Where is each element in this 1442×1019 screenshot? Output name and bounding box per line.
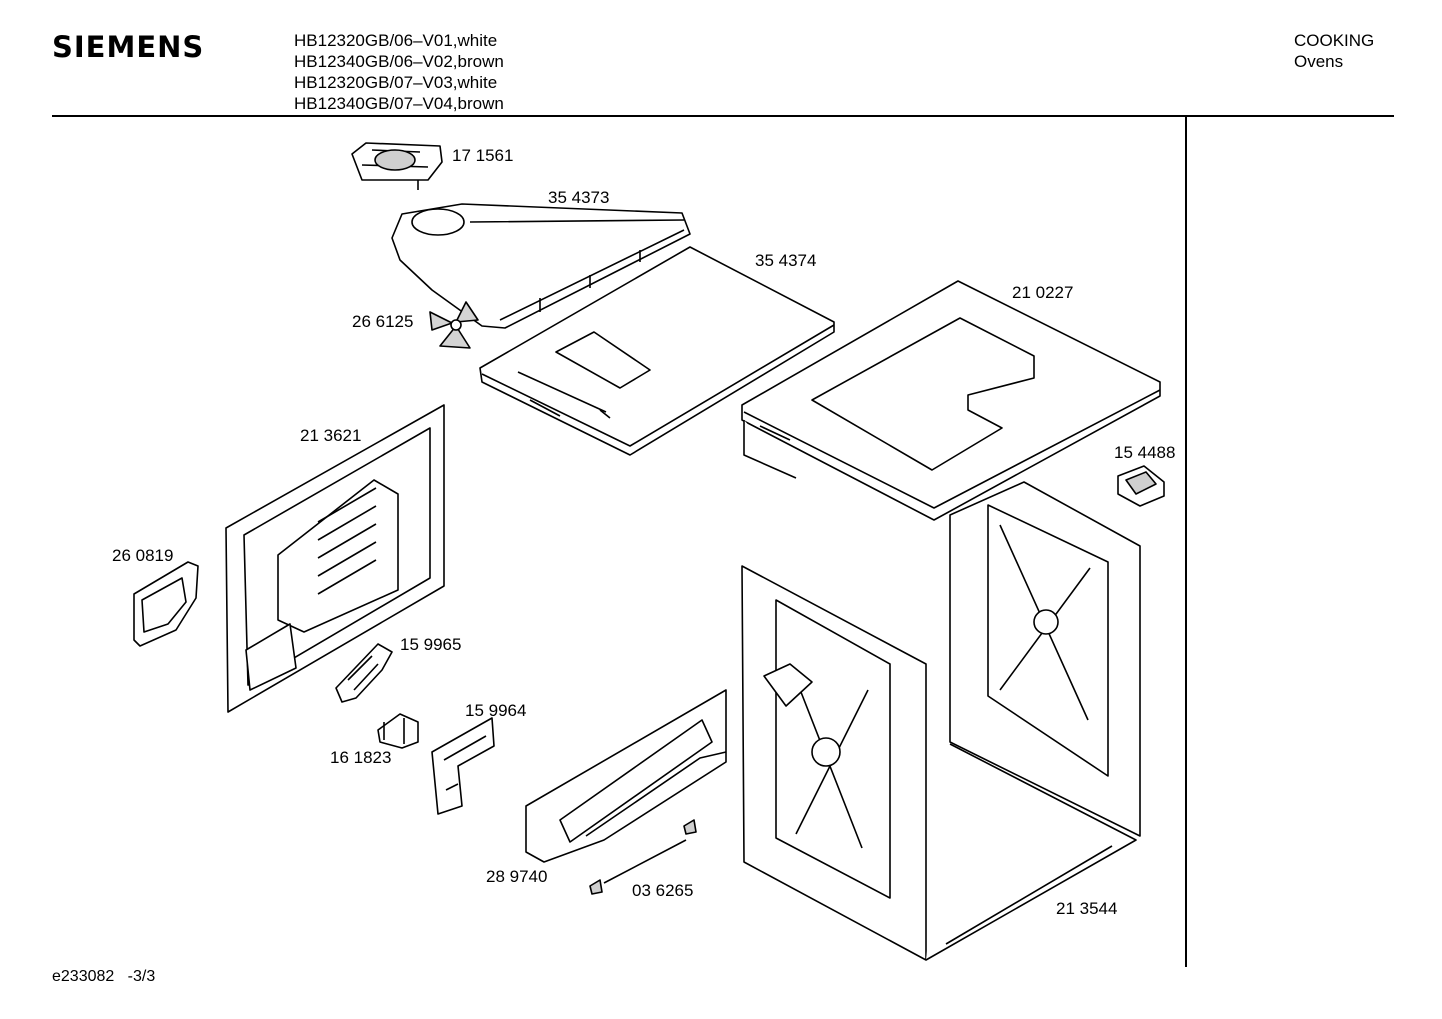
page-number: -3/3 <box>127 968 156 985</box>
brand-logo: SIEMENS <box>52 30 205 64</box>
category-subtitle: Ovens <box>1294 52 1344 71</box>
model-line: HB12340GB/06–V02,brown <box>294 52 504 71</box>
category-title: COOKING <box>1294 31 1375 50</box>
doc-id: e233082 <box>52 968 115 985</box>
part-label: 03 6265 <box>632 881 693 900</box>
part-label: 21 0227 <box>1012 283 1073 302</box>
part-label: 21 3621 <box>300 426 361 445</box>
fan-motor-part[interactable] <box>351 142 443 190</box>
oven-cavity-part[interactable] <box>741 481 1141 961</box>
part-label: 28 9740 <box>486 867 547 886</box>
part-label: 17 1561 <box>452 146 513 165</box>
mounting-plate-part[interactable] <box>431 717 495 815</box>
model-line: HB12320GB/06–V01,white <box>294 31 498 50</box>
side-divider <box>1185 117 1187 967</box>
part-label: 15 9965 <box>400 635 461 654</box>
part-label: 35 4374 <box>755 251 816 270</box>
part-label: 26 6125 <box>352 312 413 331</box>
footer: e233082 -3/3 <box>52 968 155 986</box>
model-list: HB12320GB/06–V01,white HB12340GB/06–V02,… <box>294 30 504 114</box>
category-block: COOKING Ovens <box>1294 30 1374 72</box>
part-label: 16 1823 <box>330 748 391 767</box>
air-duct-part[interactable] <box>391 203 691 329</box>
screw-part[interactable] <box>589 819 697 895</box>
rear-panel-part[interactable] <box>225 404 445 713</box>
model-line: HB12320GB/07–V03,white <box>294 73 498 92</box>
fan-wheel-part[interactable] <box>429 301 479 349</box>
top-plate-part[interactable] <box>479 246 835 456</box>
model-line: HB12340GB/07–V04,brown <box>294 94 504 113</box>
part-label: 35 4373 <box>548 188 609 207</box>
header-divider <box>52 115 1394 117</box>
part-label: 15 4488 <box>1114 443 1175 462</box>
holder-part[interactable] <box>377 713 419 749</box>
seal-part[interactable] <box>1117 465 1165 507</box>
bracket-part[interactable] <box>133 561 199 647</box>
part-label: 15 9964 <box>465 701 526 720</box>
side-rail-part[interactable] <box>525 689 727 863</box>
cover-plate-part[interactable] <box>741 280 1161 521</box>
part-label: 26 0819 <box>112 546 173 565</box>
clip-part[interactable] <box>335 643 393 703</box>
part-label: 21 3544 <box>1056 899 1117 918</box>
